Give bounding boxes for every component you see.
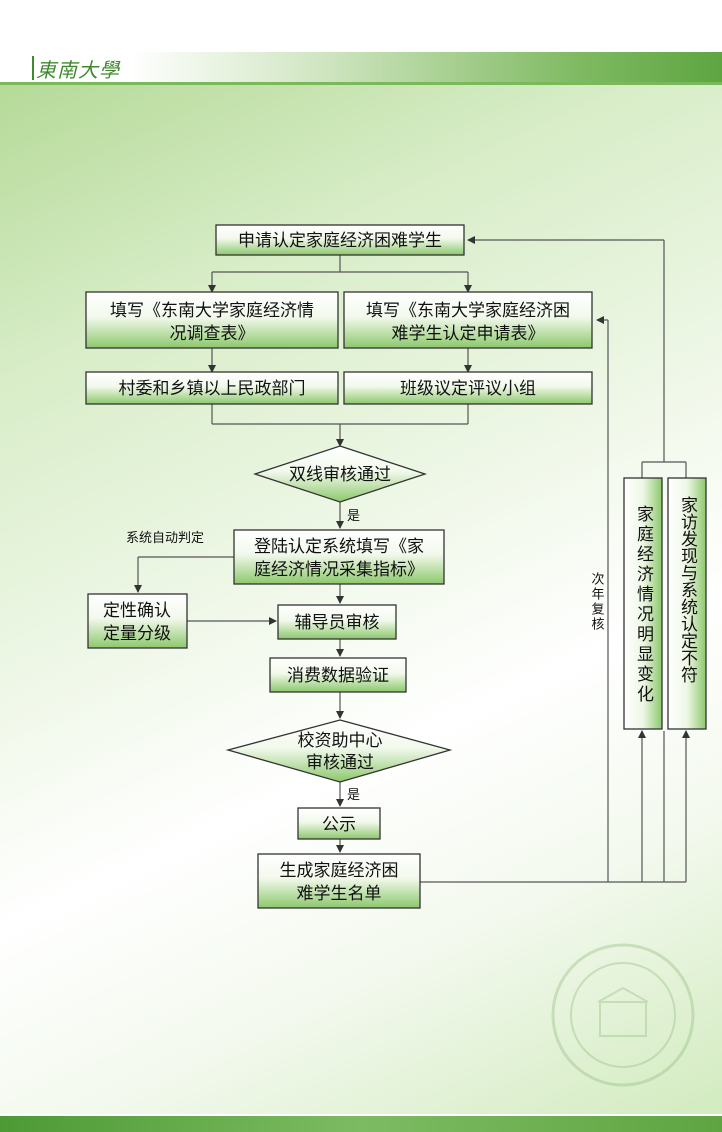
label-auto-judge: 系统自动判定 [126,531,204,546]
connectors [134,236,690,883]
label-double-check: 双线审核通过 [289,465,391,485]
node-form1 [85,291,339,349]
label-center-line2: 审核通过 [306,753,374,773]
node-class-group [343,371,593,405]
node-generate [257,853,421,909]
label-yes-1: 是 [347,509,360,524]
label-apply: 申请认定家庭经济困难学生 [238,231,442,251]
label-consume: 消费数据验证 [287,666,389,686]
label-generate-line1: 生成家庭经济困 [280,861,399,881]
label-center-line1: 校资助中心 [298,731,383,751]
label-counselor: 辅导员审核 [295,613,380,633]
label-quali-line2: 定量分级 [103,624,171,644]
label-form1-line1: 填写《东南大学家庭经济情 [110,301,314,321]
label-family-change: 家庭经济情况明显变化 [633,505,654,705]
footer-bar [0,1116,722,1132]
label-form2-line2: 难学生认定申请表》 [392,324,545,344]
label-yes-2: 是 [347,788,360,803]
label-form2-line1: 填写《东南大学家庭经济困 [366,301,570,321]
label-generate-line2: 难学生名单 [297,884,382,904]
node-consume [269,657,407,693]
label-login-line1: 登陆认定系统填写《家 [254,537,424,557]
label-form1-line2: 况调查表》 [170,324,255,344]
node-quali [87,593,188,649]
node-counselor [277,604,397,640]
label-visit-mismatch: 家访发现与系统认定不符 [677,496,698,684]
node-apply [215,224,465,256]
node-publicity [297,807,381,840]
node-login [233,529,445,585]
node-visit-mismatch [667,477,707,730]
label-class-group: 班级议定评议小组 [400,379,536,399]
label-publicity: 公示 [322,815,356,835]
node-center [225,719,453,783]
label-login-line2: 庭经济情况采集指标》 [254,560,424,580]
label-village: 村委和乡镇以上民政部门 [119,379,306,399]
node-family-change [623,477,663,730]
university-logo: 東南大學 [36,58,120,82]
label-next-year: 次年复核 [589,571,605,632]
node-double-check [252,445,428,503]
node-form2 [343,291,593,349]
label-quali-line1: 定性确认 [103,601,171,621]
header-divider [0,82,722,85]
logo-mark [32,56,34,80]
university-seal-watermark [551,943,695,1087]
header-bar [0,52,722,84]
node-village [85,371,339,405]
